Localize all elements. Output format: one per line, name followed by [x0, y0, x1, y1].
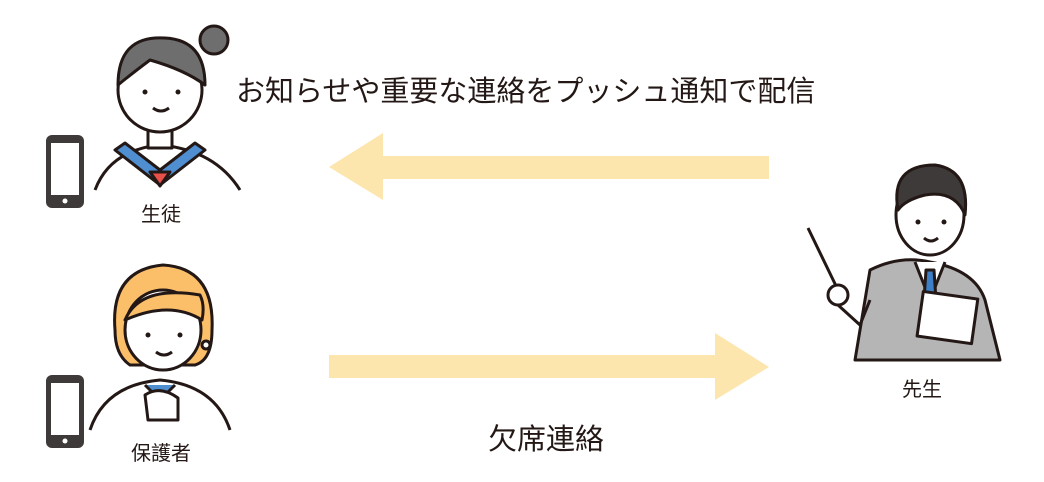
smartphone-icon — [46, 135, 84, 208]
arrow-teacher-to-students — [329, 133, 769, 200]
teacher-label: 先生 — [902, 377, 942, 401]
smartphone-icon — [46, 375, 84, 448]
arrow-guardian-to-teacher — [329, 333, 769, 400]
absence-report-caption: 欠席連絡 — [488, 422, 605, 456]
guardian-label: 保護者 — [131, 441, 191, 465]
teacher-illustration — [806, 163, 1002, 362]
guardian-illustration — [88, 263, 232, 431]
push-notification-caption: お知らせや重要な連絡をプッシュ通知で配信 — [236, 74, 816, 108]
student-label: 生徒 — [141, 202, 181, 226]
student-illustration — [93, 24, 242, 191]
